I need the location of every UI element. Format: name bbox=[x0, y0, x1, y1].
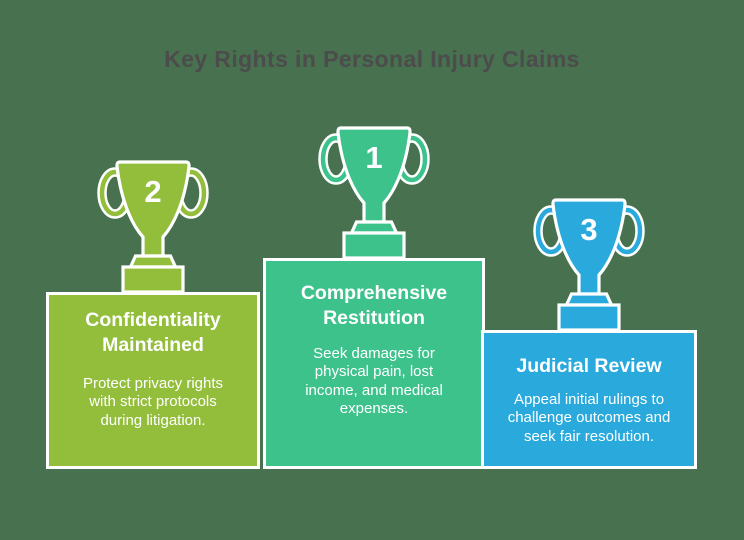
podium-block-confidentiality: Confidentiality Maintained Protect priva… bbox=[46, 292, 260, 469]
trophy-3-icon: 3 bbox=[533, 198, 645, 332]
trophy-1-icon: 1 bbox=[318, 126, 430, 260]
trophy-rank-1-label: 1 bbox=[365, 140, 382, 175]
trophy-rank-3-label: 3 bbox=[580, 212, 597, 247]
block-body-restitution: Seek damages for physical pain, lost inc… bbox=[305, 344, 443, 417]
trophy-2-icon: 2 bbox=[97, 160, 209, 294]
podium-block-judicial-review: Judicial Review Appeal initial rulings t… bbox=[481, 330, 697, 469]
block-heading-confidentiality: Confidentiality Maintained bbox=[85, 309, 221, 356]
trophy-rank-2-label: 2 bbox=[144, 174, 161, 209]
podium-block-restitution: Comprehensive Restitution Seek damages f… bbox=[263, 258, 485, 469]
block-body-confidentiality: Protect privacy rights with strict proto… bbox=[82, 374, 224, 429]
block-body-judicial-review: Appeal initial rulings to challenge outc… bbox=[507, 390, 671, 445]
block-heading-judicial-review: Judicial Review bbox=[516, 355, 662, 377]
page-title: Key Rights in Personal Injury Claims bbox=[164, 46, 580, 72]
block-heading-restitution: Comprehensive Restitution bbox=[300, 282, 448, 329]
